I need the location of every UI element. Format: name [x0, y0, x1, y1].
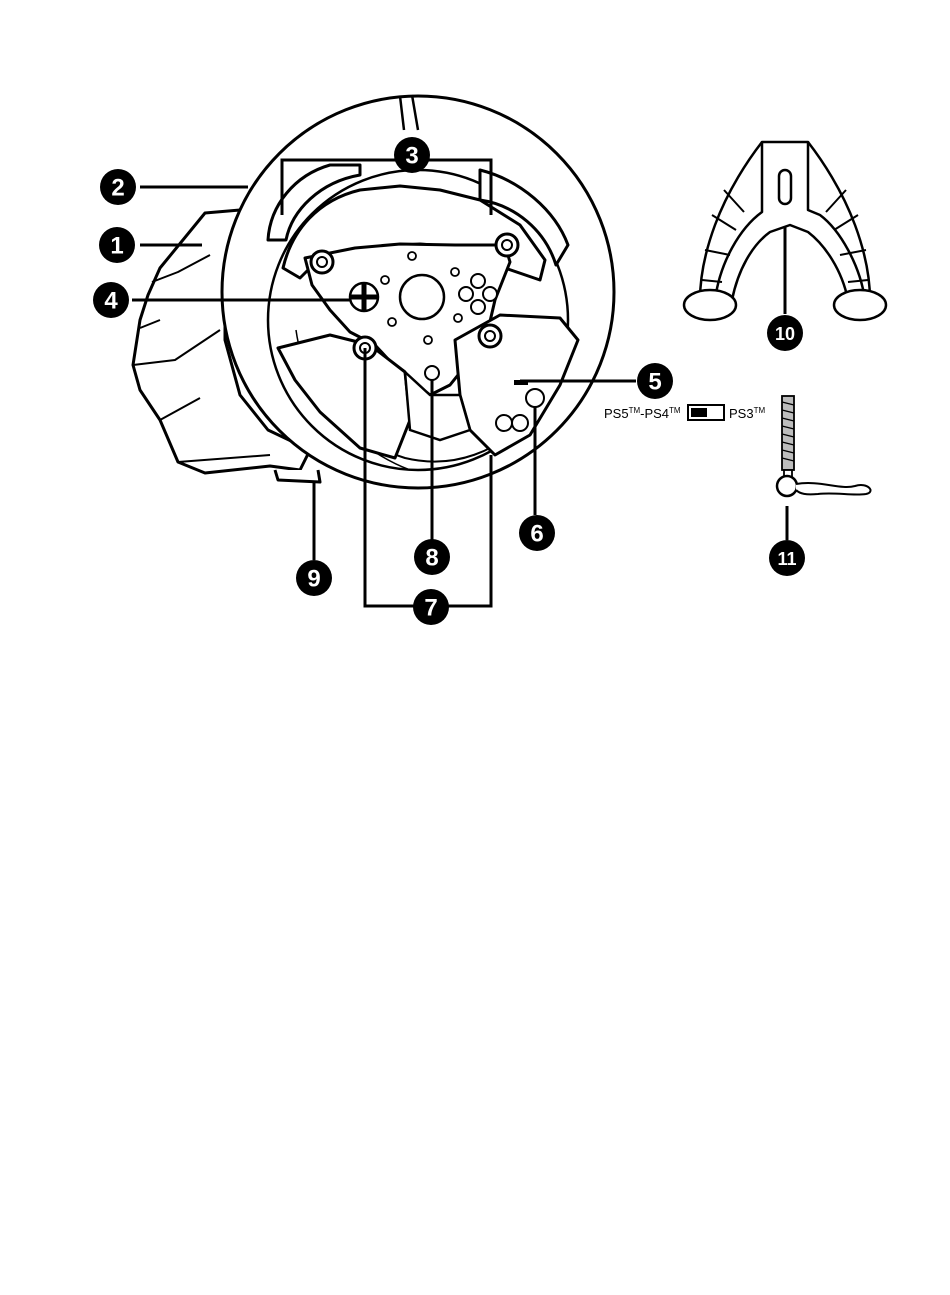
- callout-5: 5: [637, 363, 673, 399]
- callout-2: 2: [100, 169, 136, 205]
- svg-text:7: 7: [424, 595, 437, 622]
- switch-label-right: PS3TM: [729, 406, 765, 421]
- svg-text:9: 9: [307, 566, 320, 593]
- svg-text:5: 5: [648, 369, 661, 396]
- svg-text:10: 10: [775, 324, 795, 344]
- svg-text:8: 8: [425, 545, 438, 572]
- callout-9: 9: [296, 560, 332, 596]
- svg-text:11: 11: [777, 549, 796, 569]
- svg-text:6: 6: [530, 521, 543, 548]
- callout-1: 1: [99, 227, 135, 263]
- callout-7: 7: [413, 589, 449, 625]
- switch-label-left: PS5TM-PS4TM: [604, 406, 681, 421]
- wheel-diagram: PS5TM-PS4TM PS3TM 1 2 3 4 5 6 7 8 9 10: [0, 0, 950, 640]
- svg-text:2: 2: [111, 175, 124, 202]
- callout-3: 3: [394, 137, 430, 173]
- mode-switch: [688, 405, 724, 420]
- svg-text:3: 3: [405, 143, 418, 170]
- callout-8: 8: [414, 539, 450, 575]
- clamp-screw: [777, 396, 870, 496]
- callout-11: 11: [769, 540, 805, 576]
- callout-6: 6: [519, 515, 555, 551]
- callout-4: 4: [93, 282, 129, 318]
- callout-10: 10: [767, 315, 803, 351]
- svg-text:1: 1: [110, 233, 123, 260]
- svg-text:4: 4: [104, 288, 118, 315]
